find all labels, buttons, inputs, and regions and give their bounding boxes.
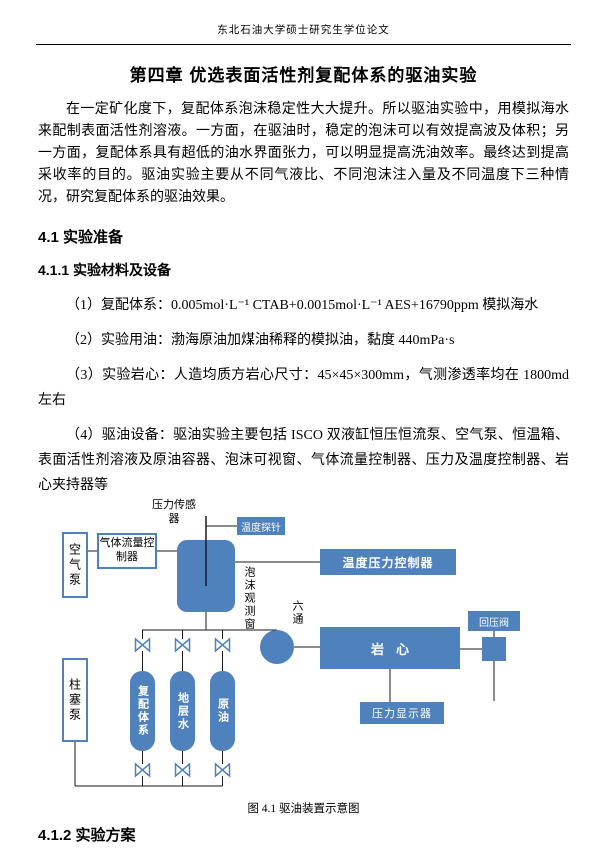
- section-heading-4-1-2: 4.1.2 实验方案: [38, 827, 136, 844]
- figure-caption: 图 4.1 驱油装置示意图: [247, 803, 360, 815]
- material-item-3: （3）实验岩心：人造均质方岩心尺寸：45×45×300mm，气测渗透率均在 18…: [38, 368, 569, 408]
- valve-icon: [214, 637, 231, 653]
- temp-pressure-controller-box: 温度压力控制器: [320, 549, 456, 575]
- six-way-label: 六通: [291, 600, 303, 626]
- material-item-2: （2）实验用油：渤海原油加煤油稀释的模拟油，黏度 440mPa·s: [66, 333, 455, 348]
- compound-system-cylinder: 复配体系: [130, 671, 155, 751]
- chapter-title: 第四章 优选表面活性剂复配体系的驱油实验: [129, 66, 478, 85]
- six-way-valve-body: [260, 630, 294, 664]
- section-heading-4-1-1: 4.1.1 实验材料及设备: [38, 262, 172, 278]
- pipe-lines: [74, 525, 495, 787]
- pressure-display-box: 压力显示器: [360, 702, 444, 724]
- valve-icon: [134, 637, 151, 653]
- formation-water-cylinder: 地层水: [170, 671, 195, 751]
- crude-oil-cylinder: 原油: [210, 671, 235, 751]
- back-pressure-valve-label: 回压阀: [468, 611, 520, 631]
- valve-icon: [174, 637, 191, 653]
- material-item-1: （1）复配体系：0.005mol·L⁻¹ CTAB+0.0015mol·L⁻¹ …: [66, 298, 539, 313]
- page-header: 东北石油大学硕士研究生学位论文: [217, 25, 390, 36]
- core-holder-box: 岩心: [320, 627, 460, 669]
- section-heading-4-1: 4.1 实验准备: [38, 229, 124, 246]
- intro-paragraph: 在一定矿化度下，复配体系泡沫稳定性大大提升。所以驱油实验中，用模拟海水来配制表面…: [38, 102, 569, 205]
- pressure-sensor-label: 压力传感器: [152, 499, 196, 525]
- plunger-pump-box: 柱塞泵: [62, 658, 88, 742]
- material-item-4: （4）驱油设备：驱油实验主要包括 ISCO 双液缸恒压恒流泵、空气泵、恒温箱、表…: [38, 428, 569, 493]
- valve-icon: [214, 762, 231, 778]
- valve-icon: [134, 762, 151, 778]
- foam-window-label: 泡沫观测窗: [243, 565, 255, 631]
- temperature-probe-box: 温度探针: [237, 517, 285, 535]
- valve-icon: [174, 762, 191, 778]
- back-pressure-valve-body: [482, 637, 506, 661]
- apparatus-diagram: 空气泵 气体流量控制器 压力传感器 温度探针 温度压力控制器 泡沫观测窗 六通 …: [0, 498, 607, 798]
- valve-icons: [134, 637, 231, 778]
- header-divider: [36, 44, 571, 45]
- gas-flow-controller-box: 气体流量控制器: [97, 533, 157, 569]
- diagram-plumbing: [74, 516, 506, 787]
- air-pump-box: 空气泵: [62, 532, 88, 598]
